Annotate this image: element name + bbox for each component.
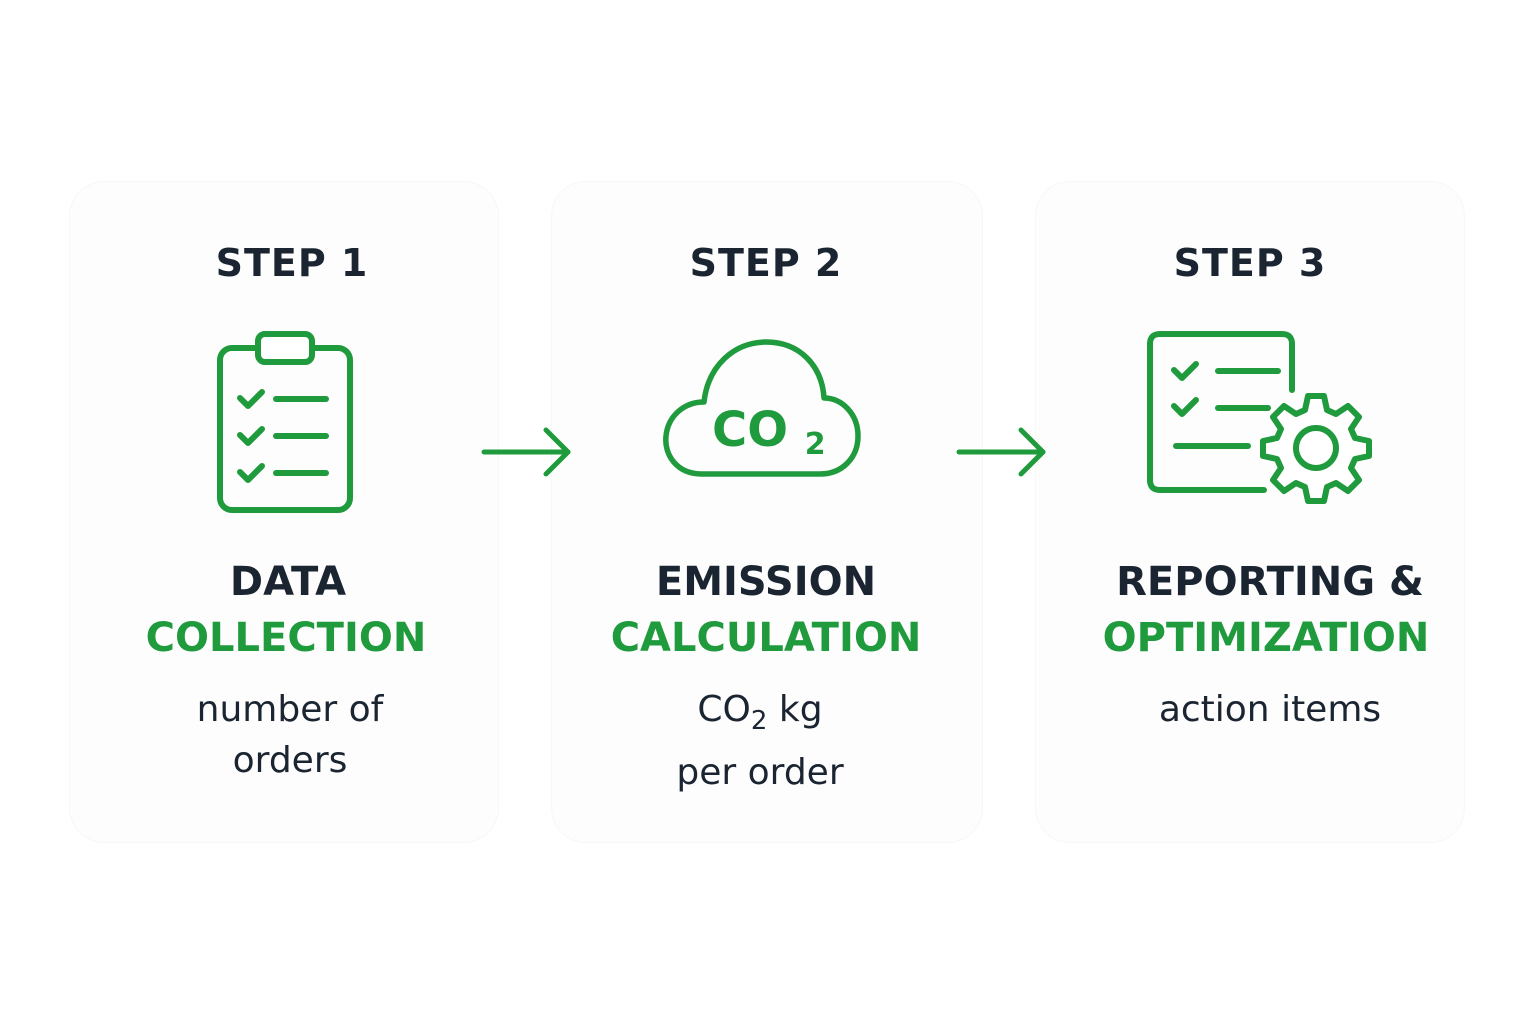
step-3-title-line1: REPORTING & [1116,559,1424,605]
step-3-label: STEP 3 [1173,241,1327,285]
arrow-right-icon [956,427,1046,477]
checklist-gear-icon [1147,331,1372,504]
step-3-title-line2: OPTIMIZATION [1102,615,1430,661]
co2-suffix: kg [767,689,823,730]
arrow-right-icon [481,427,571,477]
step-1-label: STEP 1 [215,241,369,285]
clipboard-checklist-icon [217,331,353,513]
step-2-description-line2: per order [676,752,844,794]
step-2-title-line2: CALCULATION [610,615,922,661]
step-1-description: number of orders [70,684,510,786]
step-2-label: STEP 2 [689,241,843,285]
co2-icon-subscript: 2 [805,427,826,462]
step-2-description-line1: CO2 kg [540,684,980,747]
step-2-description: CO2 kg per order [540,684,980,798]
step-2-card [552,182,982,842]
co2-cloud-icon: CO 2 [663,339,861,477]
step-1-title-line2: COLLECTION [145,615,427,661]
step-2-title-line1: EMISSION [655,559,877,605]
step-3-description: action items [1050,684,1490,735]
step-1-description-line1: number of [196,689,384,730]
step-1-description-line2: orders [232,740,348,781]
co2-prefix: CO [697,689,751,730]
step-3-description-line1: action items [1158,689,1382,730]
svg-text:CO 2: CO 2 [712,402,826,462]
step-1-title-line1: DATA [229,559,347,605]
co2-subscript: 2 [750,706,768,737]
step-3-card [1036,182,1464,842]
co2-icon-text: CO [712,402,788,458]
